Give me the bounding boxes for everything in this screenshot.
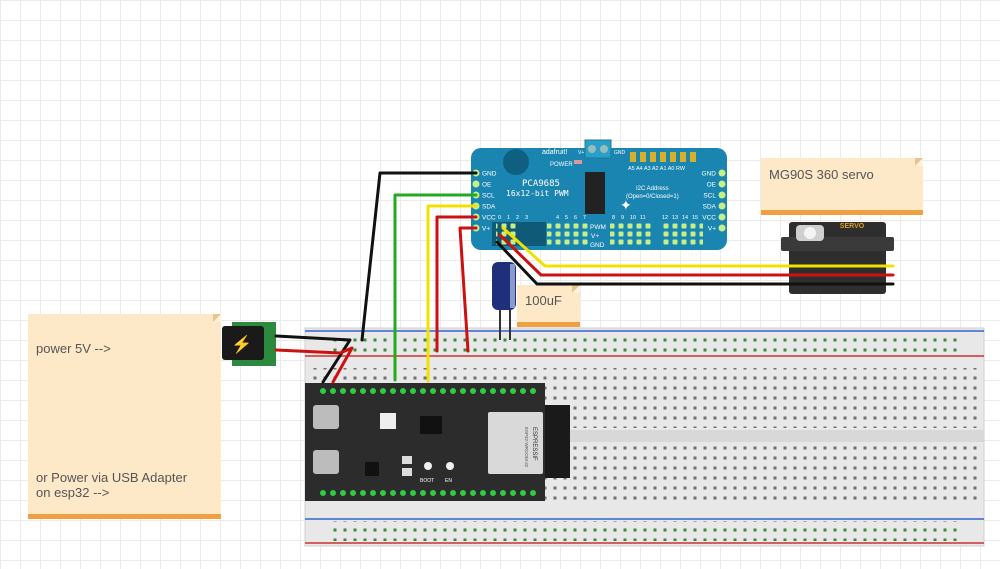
esp32-bottom-pins [320, 490, 536, 496]
servo-wire-black [495, 240, 895, 286]
channel-label-12: 12 [662, 215, 668, 221]
note-power-text: power 5V --> [36, 341, 111, 356]
pca-terminal-gnd-label: GND [614, 150, 626, 156]
pca-power-label: POWER [550, 162, 573, 168]
wires [274, 171, 895, 384]
esp32-module-sub-label: ESP32-WROOM-32 [524, 427, 529, 468]
servo-brand-label: SERVO [840, 223, 865, 230]
pin-label-sda-right: SDA [703, 204, 717, 211]
pin-label-gnd: GND [482, 171, 497, 178]
pca-terminal-vplus-label: V+ [578, 150, 584, 156]
channel-label-15: 15 [692, 215, 698, 221]
wire-vplus-red [458, 226, 478, 353]
channel-label-4: 4 [556, 215, 559, 221]
pca-chip-label: PCA9685 [522, 179, 560, 189]
note-capacitor-text: 100uF [525, 293, 562, 308]
jack-wire-black [274, 334, 352, 384]
note-servo: MG90S 360 servo [761, 158, 923, 215]
esp32-en-label: EN [445, 478, 452, 484]
wire-gnd-black [360, 171, 478, 342]
pca-vplus-label: V+ [591, 233, 599, 240]
esp32-top-pins [320, 388, 536, 394]
note-servo-text: MG90S 360 servo [769, 167, 874, 182]
breadboard [304, 327, 985, 547]
power-jack: ⚡ [222, 322, 276, 366]
note-fold [915, 158, 923, 166]
adafruit-star-icon: ✦ [620, 197, 632, 213]
wire-scl-green [393, 193, 478, 382]
pin-label-sda: SDA [482, 204, 496, 211]
pca-i2c-title: I2C Address [636, 186, 669, 192]
pin-label-vcc-right: VCC [702, 215, 716, 222]
note-fold [213, 314, 221, 322]
channel-label-14: 14 [682, 215, 688, 221]
channel-label-6: 6 [574, 215, 577, 221]
esp32-boot-label: BOOT [420, 478, 434, 484]
pin-label-oe: OE [482, 182, 492, 189]
pin-label-vplus: V+ [482, 226, 490, 233]
note-fold [572, 285, 580, 293]
jack-wire-red [274, 346, 354, 384]
pca-pwm-label: PWM [590, 224, 606, 231]
channel-label-0: 0 [498, 215, 501, 221]
pin-label-vplus-right: V+ [708, 226, 716, 233]
esp32-module-label: ESPRESSIF [531, 427, 537, 461]
wire-sda-yellow [426, 204, 478, 383]
channel-label-11: 11 [640, 215, 646, 221]
pca9685-board: GND OE SCL SDA VCC V+ GND OE SCL SDA VCC… [471, 139, 727, 250]
pin-label-gnd-right: GND [702, 171, 717, 178]
pin-label-scl: SCL [482, 193, 495, 200]
address-jumpers [630, 152, 696, 162]
esp32-board: ESPRESSIF ESP32-WROOM-32 BOOT EN [305, 383, 570, 501]
channel-label-3: 3 [525, 215, 528, 221]
channel-label-7: 7 [583, 215, 586, 221]
channel-label-9: 9 [621, 215, 624, 221]
pca-addr-pins: A5 A4 A3 A2 A1 A0 RW [628, 166, 686, 172]
channel-label-10: 10 [630, 215, 636, 221]
note-power: power 5V --> or Power via USB Adapter on… [28, 314, 221, 519]
note-capacitor: 100uF [517, 285, 580, 327]
pca-brand: adafruit! [542, 149, 567, 156]
servo-wire-red [498, 233, 895, 277]
pin-label-oe-right: OE [707, 182, 717, 189]
channel-label-8: 8 [612, 215, 615, 221]
channel-label-13: 13 [672, 215, 678, 221]
pin-label-scl-right: SCL [703, 193, 716, 200]
note-usb-text: or Power via USB Adapter on esp32 --> [36, 470, 188, 500]
servo-wire-yellow [501, 226, 895, 268]
channel-label-1: 1 [507, 215, 510, 221]
pca-right-pins: GND OE SCL SDA VCC V+ [702, 169, 726, 233]
pca-subtitle: 16x12-bit PWM [506, 189, 569, 198]
pca-channel-labels: 0 1 2 3 4 5 6 7 8 9 10 11 12 13 14 15 [498, 215, 698, 221]
pca-i2c-desc: (Open=0/Closed=1) [626, 194, 679, 200]
capacitor [492, 262, 516, 340]
channel-label-2: 2 [516, 215, 519, 221]
wire-vcc-red [435, 215, 478, 353]
channel-label-5: 5 [565, 215, 568, 221]
pin-label-vcc: VCC [482, 215, 496, 222]
pca-gnd-label: GND [590, 242, 605, 249]
lightning-icon: ⚡ [231, 334, 252, 355]
